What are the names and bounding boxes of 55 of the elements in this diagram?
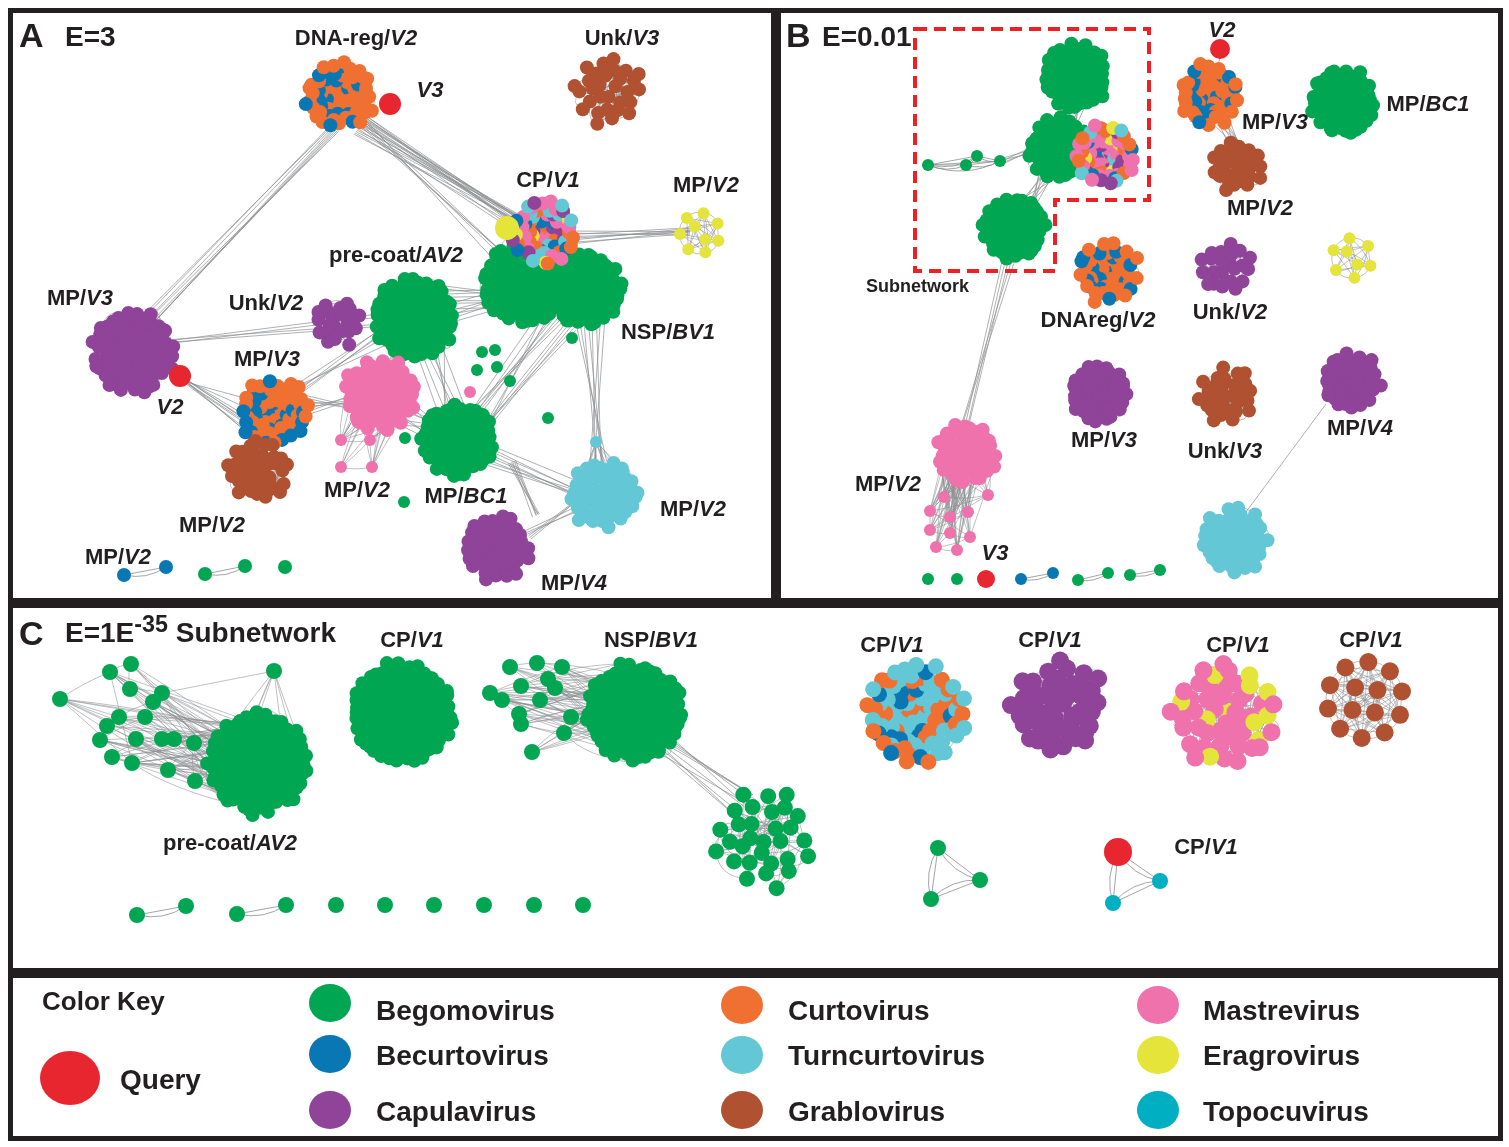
cluster-label: MP/V2 [324,479,390,501]
cluster-label: NSP/BV1 [620,321,716,343]
cluster-label: CP/V1 [1339,629,1403,651]
legend-panel [8,973,1503,1141]
panel-title: E=3 [65,23,116,51]
panel-title: E=0.01 [822,23,912,51]
panel-letter: A [19,18,44,52]
legend-label: Eragrovirus [1203,1042,1361,1070]
cluster-label: V3 [981,542,1009,564]
cluster-label: Unk/V2 [228,292,304,314]
cluster-label: MP/V4 [541,572,607,594]
legend-title: Color Key [42,988,165,1014]
cluster-label: MP/V2 [179,514,245,536]
cluster-label: pre-coat/AV2 [328,244,464,266]
cluster-label: CP/V1 [1018,629,1082,651]
panel-letter: C [19,616,44,650]
legend-label: Mastrevirus [1203,997,1361,1025]
cluster-label: CP/V1 [516,169,580,191]
cluster-label: CP/V1 [1174,836,1238,858]
cluster-label: MP/V2 [673,174,739,196]
cluster-label: DNAreg/V2 [1040,309,1156,331]
legend-label: Capulavirus [376,1098,537,1126]
cluster-label: NSP/BV1 [603,629,699,651]
cluster-label: CP/V1 [860,634,924,656]
legend-label: Begomovirus [376,997,555,1025]
legend-label: Grablovirus [788,1098,946,1126]
legend-label: Turncurtovirus [788,1042,986,1070]
cluster-label: MP/V2 [85,546,151,568]
legend-label: Topocuvirus [1203,1098,1369,1126]
region-label: Subnetwork [866,277,969,295]
legend-label: Curtovirus [788,997,930,1025]
cluster-label: MP/V3 [234,348,300,370]
cluster-label: V2 [156,396,184,418]
cluster-label: CP/V1 [1206,634,1270,656]
cluster-label: Unk/V3 [584,27,660,49]
cluster-label: CP/V1 [380,629,444,651]
cluster-label: MP/V4 [1327,417,1393,439]
cluster-label: V3 [416,79,444,101]
cluster-label: MP/BC1 [1386,93,1470,115]
cluster-label: MP/V2 [855,473,921,495]
cluster-label: DNA-reg/V2 [294,27,418,49]
cluster-label: Unk/V3 [1187,440,1263,462]
cluster-label: pre-coat/AV2 [162,832,298,854]
legend-label: Becurtovirus [376,1042,549,1070]
cluster-label: MP/V2 [1227,197,1293,219]
cluster-label: MP/V2 [660,498,726,520]
cluster-label: MP/V3 [1071,429,1137,451]
cluster-label: V2 [1208,19,1236,41]
panel-title: E=1E$^{-35}$ Subnetwork [65,612,336,648]
cluster-label: MP/V3 [1242,111,1308,133]
legend-label: Query [120,1066,201,1094]
cluster-label: MP/BC1 [424,485,508,507]
cluster-label: MP/V3 [47,287,113,309]
panel-letter: B [786,18,811,52]
cluster-label: Unk/V2 [1192,301,1268,323]
